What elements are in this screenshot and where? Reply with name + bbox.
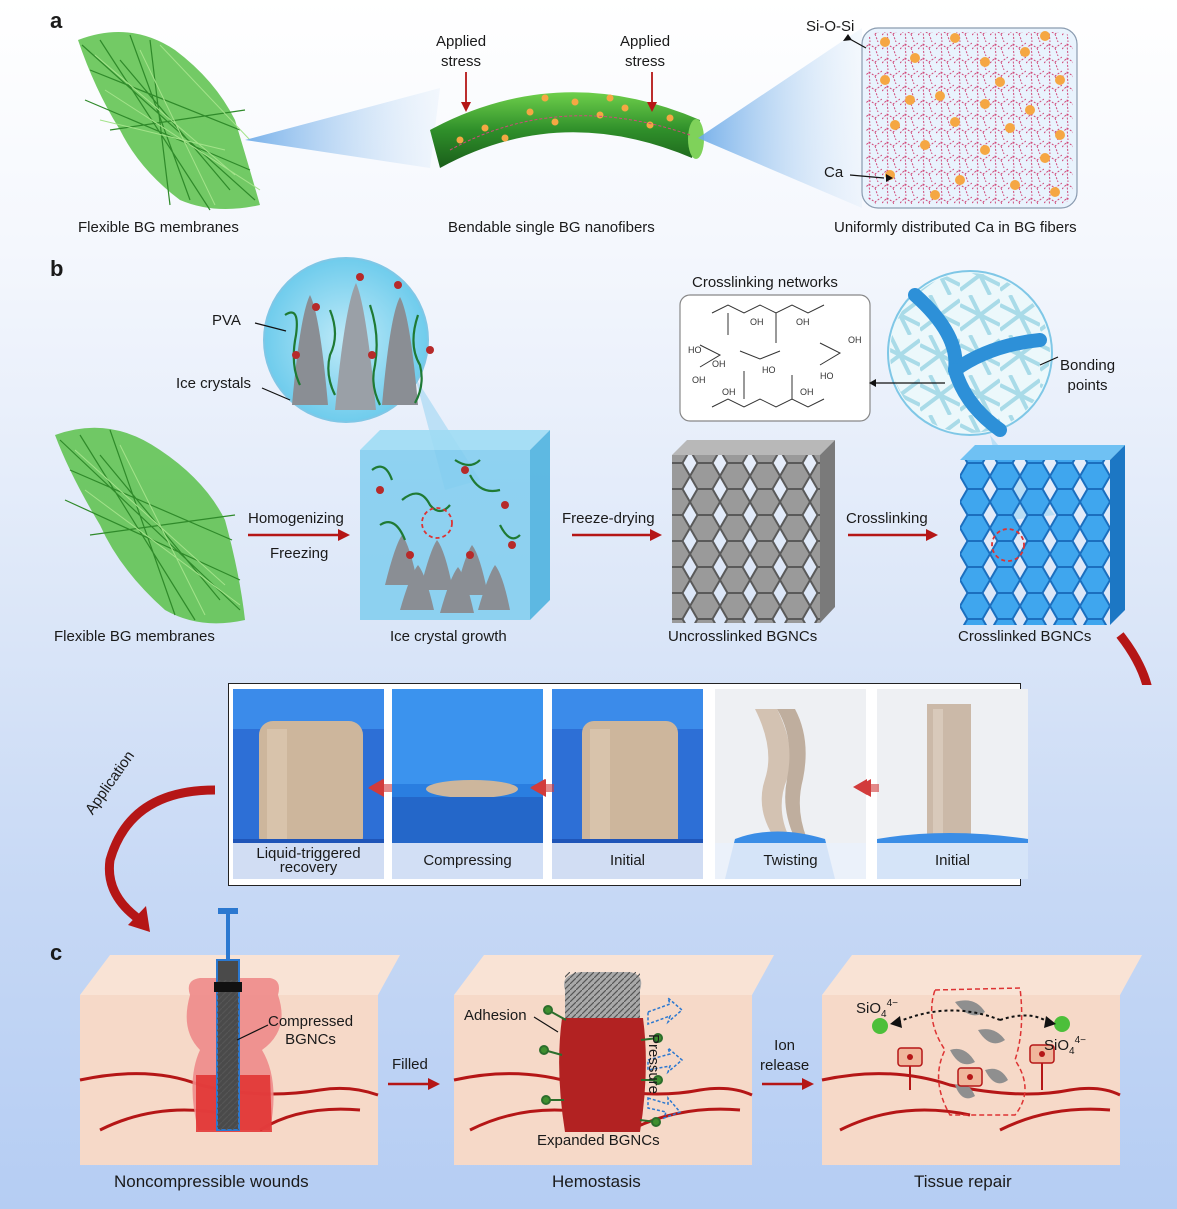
sio4-right-label: SiO44− — [1044, 1035, 1086, 1057]
caption-flexible-bg-membranes-a: Flexible BG membranes — [78, 219, 239, 236]
compressed-line1: Compressed — [268, 1013, 354, 1030]
ion-release-label: Ion release — [760, 1036, 809, 1076]
svg-text:OH: OH — [692, 375, 706, 385]
ice-crystals-label: Ice crystals — [176, 375, 252, 392]
panel-c-graphics — [79, 908, 1142, 1165]
compressed-bgncs-label: Compressed BGNCs — [268, 1013, 353, 1049]
bonding-points-label: Bonding points — [1060, 356, 1115, 396]
panel-b-graphics: OH OH HO OH HO OH HO OH OH OH — [55, 257, 1152, 685]
caption-tissue-repair: Tissue repair — [914, 1172, 1012, 1191]
sio4-left-label: SiO44− — [856, 998, 898, 1020]
zoom-beam-2 — [698, 28, 862, 208]
si-o-si-label: Si-O-Si — [806, 18, 855, 35]
photo-initial-1: Initial — [552, 689, 703, 879]
crosslinked-honeycomb — [960, 445, 1125, 625]
panel-label-a: a — [50, 8, 63, 33]
bonding-point — [908, 288, 1047, 437]
photo-initial-2: Initial — [877, 689, 1028, 879]
applied-stress-1-line2: stress — [441, 53, 482, 70]
applied-stress-label-1: Applied stress — [436, 32, 486, 72]
sio4-left-sup: 4− — [886, 998, 898, 1009]
caption-bendable-single-bg-nanofibers: Bendable single BG nanofibers — [448, 219, 655, 236]
ion-release-line1: Ion — [774, 1037, 796, 1054]
photo-caption-initial-1: Initial — [552, 843, 703, 879]
caption-ice-crystal-growth: Ice crystal growth — [390, 628, 507, 645]
panel-label-b: b — [50, 256, 64, 281]
step-freeze-drying: Freeze-drying — [562, 510, 655, 527]
applied-stress-2-line2: stress — [625, 53, 666, 70]
tissue-block-3 — [821, 955, 1142, 1165]
svg-text:OH: OH — [712, 359, 726, 369]
tissue-block-2 — [453, 955, 774, 1165]
curved-arrow-to-photos — [1116, 632, 1152, 685]
zoom-beam-1 — [245, 88, 440, 168]
ice-cube — [360, 430, 550, 620]
panel-label-c: c — [50, 940, 63, 965]
bendable-fiber — [430, 92, 704, 168]
caption-crosslinked-bgncs: Crosslinked BGNCs — [958, 628, 1092, 645]
bonding-points-line2: points — [1067, 377, 1108, 394]
step-crosslinking: Crosslinking — [846, 510, 928, 527]
step-homogenizing: Homogenizing — [248, 510, 344, 527]
panel-a-graphics — [78, 27, 1078, 211]
adhesion-label: Adhesion — [464, 1007, 527, 1024]
uncrosslinked-honeycomb — [672, 440, 835, 623]
pva-label: PVA — [212, 312, 241, 329]
ion-release-line2: release — [760, 1057, 810, 1074]
svg-text:HO: HO — [762, 365, 776, 375]
pressure-label: Pressure — [645, 1034, 662, 1095]
sio4-right-sup: 4− — [1074, 1035, 1086, 1046]
bonding-points-line1: Bonding — [1060, 357, 1116, 374]
filled-label: Filled — [392, 1056, 428, 1073]
tissue-block-1 — [79, 908, 400, 1165]
svg-text:HO: HO — [688, 345, 702, 355]
svg-text:OH: OH — [796, 317, 810, 327]
compressed-line2: BGNCs — [285, 1031, 336, 1048]
applied-stress-1-line1: Applied — [436, 33, 487, 50]
photo-liquid-triggered-recovery: Liquid-triggered recovery — [233, 689, 384, 879]
expanded-bgncs-label: Expanded BGNCs — [537, 1132, 660, 1149]
svg-text:OH: OH — [848, 335, 862, 345]
step-freezing: Freezing — [270, 545, 329, 562]
photo-compressing: Compressing — [392, 689, 543, 879]
sio4-left-sub: 4 — [881, 1009, 887, 1020]
applied-stress-2-line1: Applied — [620, 33, 671, 50]
sio4-right-sub: 4 — [1069, 1046, 1075, 1057]
sio4-left-text: SiO — [856, 1000, 882, 1017]
photo-caption-twisting: Twisting — [715, 843, 866, 879]
crosslinking-networks-label: Crosslinking networks — [692, 274, 838, 291]
bg-membrane-a — [78, 32, 261, 211]
caption-noncompressible-wounds: Noncompressible wounds — [114, 1172, 309, 1191]
svg-text:OH: OH — [722, 387, 736, 397]
caption-flexible-bg-membranes-b: Flexible BG membranes — [54, 628, 215, 645]
photo-caption-liquid-triggered-recovery: Liquid-triggered recovery — [233, 843, 384, 879]
caption-uniformly-distributed-ca: Uniformly distributed Ca in BG fibers — [834, 219, 1077, 236]
ca-label: Ca — [824, 164, 844, 181]
ice-cones — [292, 283, 418, 410]
applied-stress-label-2: Applied stress — [620, 32, 670, 72]
svg-text:HO: HO — [820, 371, 834, 381]
caption-hemostasis: Hemostasis — [552, 1172, 641, 1191]
pva-chains — [284, 304, 423, 406]
svg-text:OH: OH — [750, 317, 764, 327]
photo-caption-compressing: Compressing — [392, 843, 543, 879]
photo-strip: Liquid-triggered recovery Compressing In… — [228, 683, 1028, 886]
bg-membrane-b — [55, 427, 245, 624]
svg-text:OH: OH — [800, 387, 814, 397]
sio4-right-text: SiO — [1044, 1037, 1070, 1054]
caption-uncrosslinked-bgncs: Uncrosslinked BGNCs — [668, 628, 818, 645]
photo-twisting: Twisting — [715, 689, 866, 879]
ca-particles — [880, 31, 1065, 200]
photo-caption-initial-2: Initial — [877, 843, 1028, 879]
